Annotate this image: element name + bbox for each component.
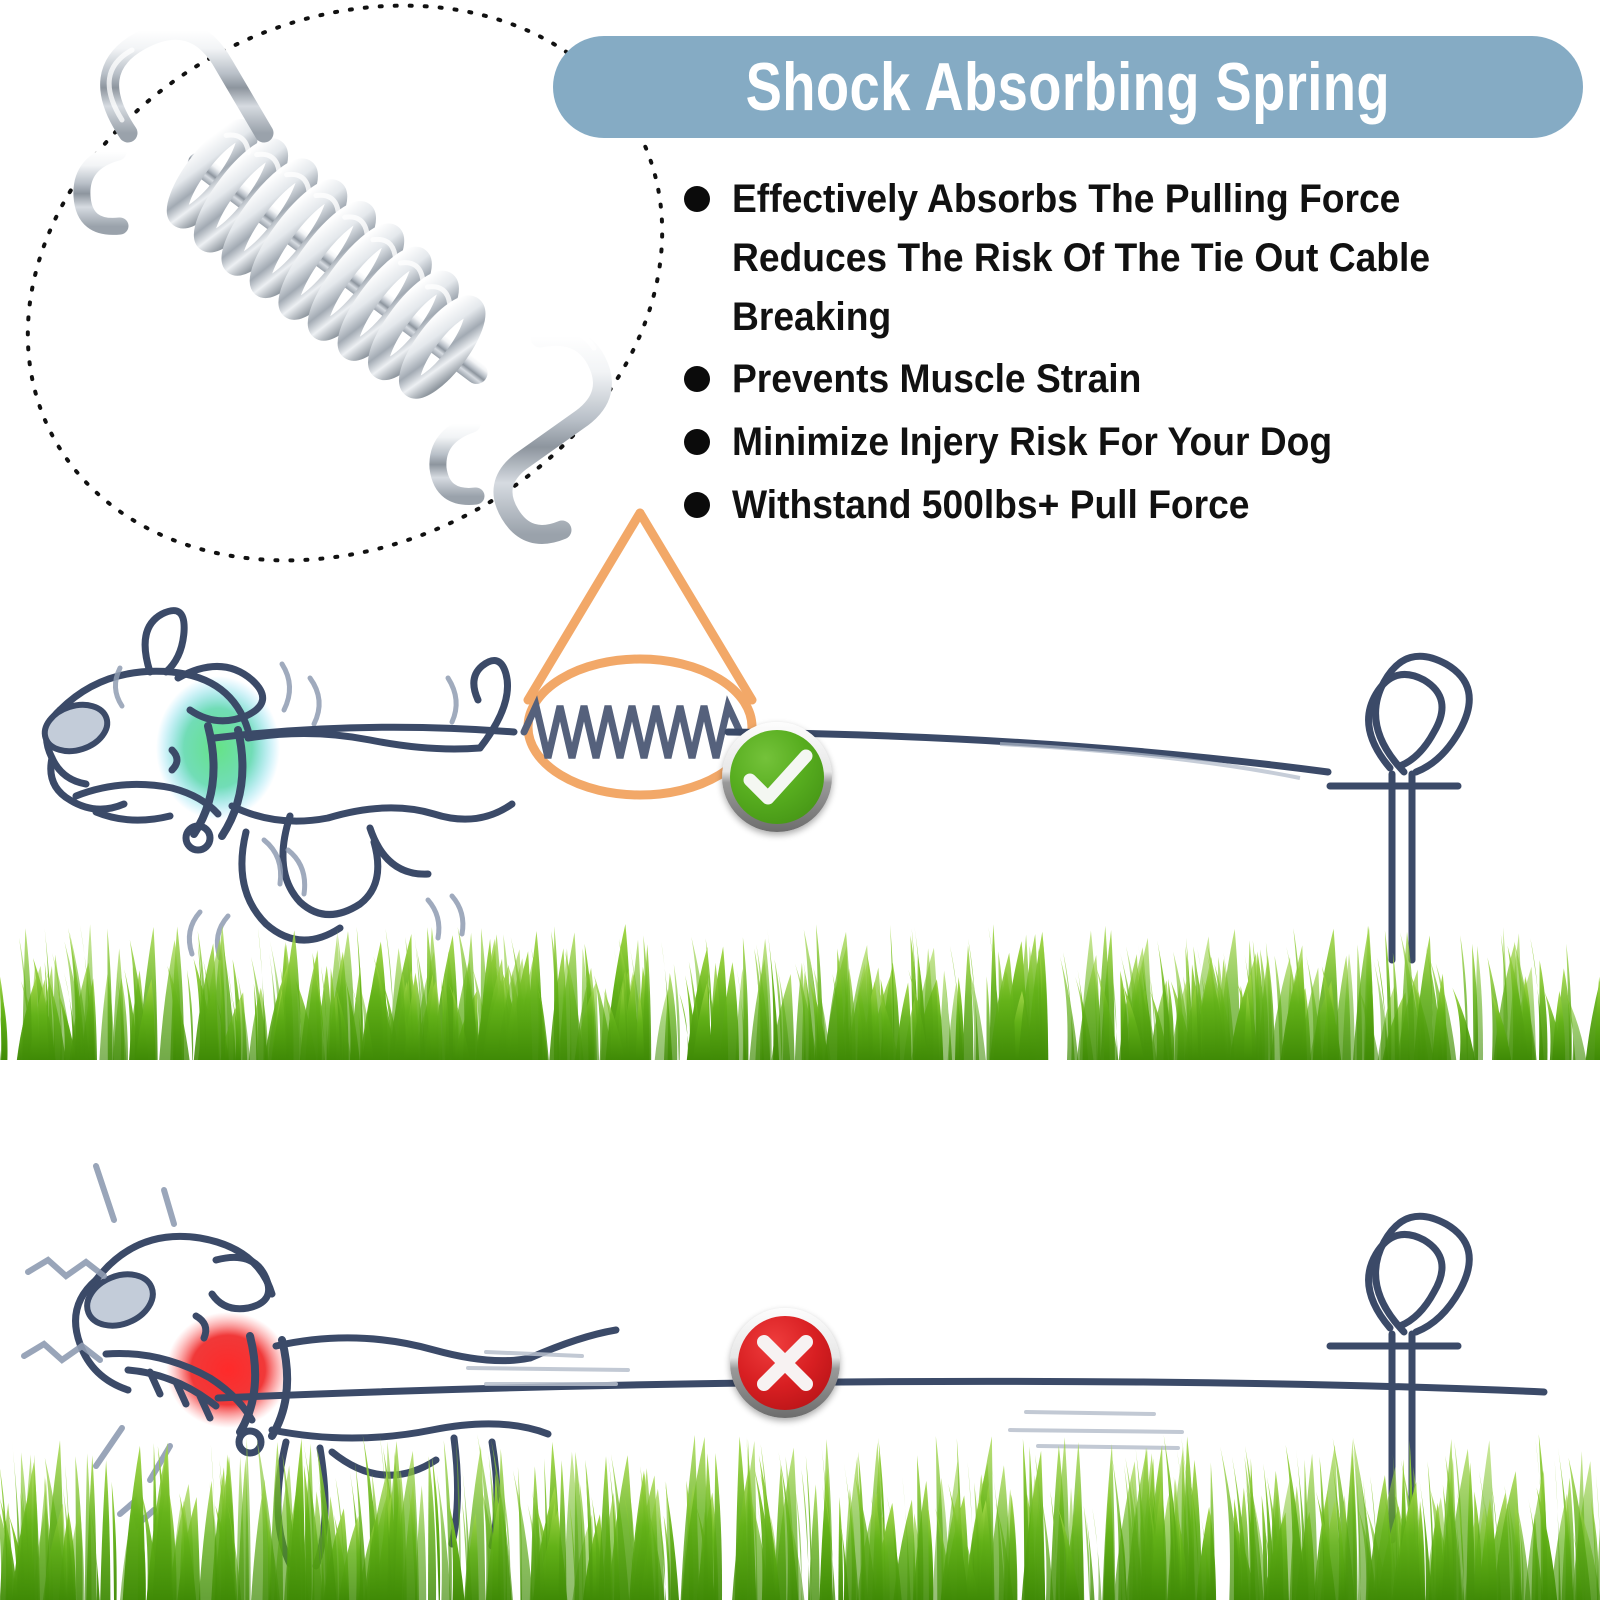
leash-cable-taut [214, 1377, 1548, 1402]
check-icon [743, 749, 813, 805]
grass-strip-top [0, 924, 1600, 1060]
motion-marks [113, 661, 466, 961]
page-title-banner: Shock Absorbing Spring [553, 36, 1583, 138]
list-item: Minimize Injery Risk For Your Dog [684, 413, 1564, 472]
spring-hook-left-icon [73, 143, 129, 235]
close-icon [757, 1335, 813, 1391]
product-photo-area [0, 0, 690, 570]
product-spring-illustration [25, 3, 665, 563]
cross-badge [730, 1308, 840, 1418]
feature-text: Prevents Muscle Strain [732, 357, 1142, 402]
spring-shackle-icon [100, 20, 274, 143]
feature-text: Withstand 500lbs+ Pull Force [732, 482, 1250, 527]
dog-straining-illustration [72, 1232, 620, 1570]
grass-strip-bottom [0, 1434, 1600, 1600]
cable-tension-marks [466, 1350, 1184, 1450]
panel-good-setup [0, 560, 1600, 1060]
good-setup-scene [41, 607, 1473, 964]
feature-text: Minimize Injery Risk For Your Dog [732, 420, 1333, 465]
leash-cable-right [724, 728, 1332, 776]
feature-list: Effectively Absorbs The Pulling Force Re… [684, 170, 1564, 539]
page-title: Shock Absorbing Spring [745, 49, 1391, 125]
ground-stake [1326, 652, 1473, 964]
list-item: Prevents Muscle Strain [684, 350, 1564, 409]
collar-glow [166, 1312, 290, 1428]
panel-divider [0, 1060, 1600, 1100]
bullet-dot-icon [684, 186, 710, 212]
feature-text: Effectively Absorbs The Pulling Force Re… [732, 177, 1431, 339]
list-item: Withstand 500lbs+ Pull Force [684, 476, 1564, 535]
check-badge [722, 722, 832, 832]
bullet-dot-icon [684, 366, 710, 393]
bullet-dot-icon [684, 491, 710, 518]
inline-spring-icon [520, 695, 744, 759]
leash-cable-left [210, 723, 518, 742]
spring-hook-right-icon [493, 326, 612, 544]
spring-hook-bottom-icon [429, 415, 485, 505]
bullet-dot-icon [684, 429, 710, 456]
list-item: Effectively Absorbs The Pulling Force Re… [684, 170, 1564, 346]
